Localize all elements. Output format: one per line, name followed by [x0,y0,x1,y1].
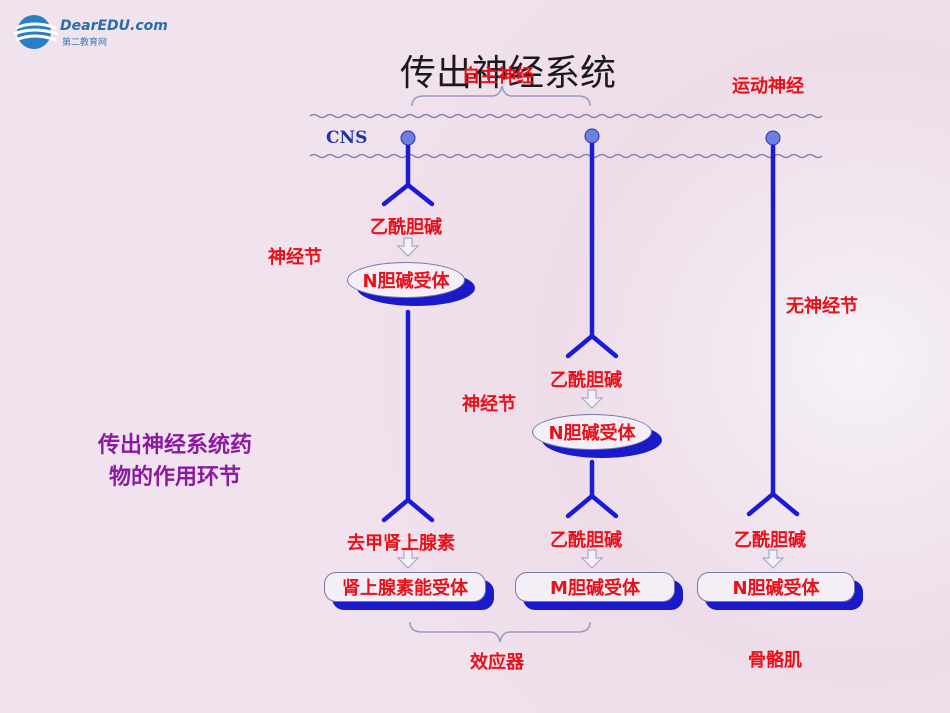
dearedu-logo-icon [13,15,59,49]
arrow-down-icon [396,549,420,569]
motor-nerve-label: 运动神经 [732,76,804,97]
col1-cell-body [400,130,416,146]
no-ganglion-label: 无神经节 [786,296,858,317]
col2-post-terminal-fork [565,493,619,519]
col3-ach-label: 乙酰胆碱 [734,530,806,551]
col3-cell-body [765,130,781,146]
cns-top-boundary [309,113,823,119]
autonomic-brace [411,85,591,107]
col1-post-terminal-fork [381,497,435,523]
col2-ach-label: 乙酰胆碱 [550,370,622,391]
adrenergic-receptor: 肾上腺素能受体 [324,572,494,610]
effector-label: 效应器 [470,652,524,673]
slide-title: 传出神经系统 [400,53,617,94]
effector-brace [409,621,591,643]
col1-terminal-fork [381,182,435,207]
side-note-line2: 物的作用环节 [108,465,241,490]
logo-subtitle: 第二教育网 [62,38,108,48]
col1-ach-label: 乙酰胆碱 [370,217,442,238]
col2-ganglion-label: 神经节 [462,394,516,415]
m-receptor: M胆碱受体 [515,572,683,610]
skeletal-muscle-label: 骨骼肌 [748,650,802,671]
autonomic-nerve-label: 自主神经 [462,66,534,87]
side-note-line1: 传出神经系统药 [97,433,252,458]
arrow-down-icon [396,237,420,257]
logo-brand: DearEDU.com [60,18,168,34]
col2-n-receptor: N胆碱受体 [532,414,662,458]
arrow-down-icon [580,549,604,569]
cns-bottom-boundary [309,153,823,159]
col2-cell-body [584,128,600,144]
arrow-down-icon [761,549,785,569]
arrow-down-icon [580,389,604,409]
side-note: 传出神经系统药 物的作用环节 [80,430,270,494]
col1-n-receptor: N胆碱受体 [347,262,475,306]
col3-n-receptor: N胆碱受体 [697,572,863,610]
cns-label: CNS [326,128,368,148]
col1-ganglion-label: 神经节 [268,247,322,268]
col2-post-ach-label: 乙酰胆碱 [550,530,622,551]
col2-terminal-fork [565,333,619,359]
col3-terminal-fork [746,491,800,517]
norepinephrine-label: 去甲肾上腺素 [347,533,455,554]
